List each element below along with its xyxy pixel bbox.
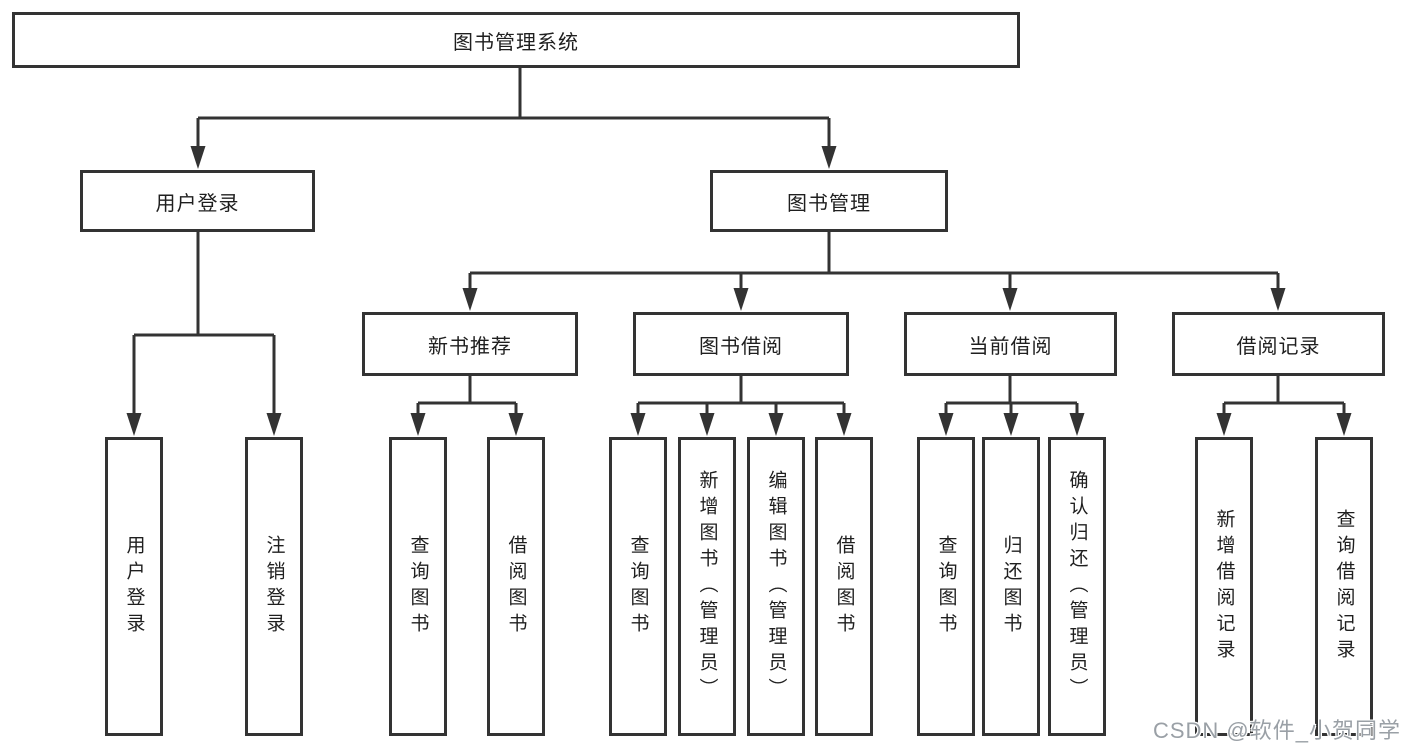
leaf-borrow-books: 借阅图书 — [815, 437, 873, 736]
node-new-book-recommend-label: 新书推荐 — [428, 335, 512, 358]
node-book-borrow-label: 图书借阅 — [699, 335, 783, 358]
node-user-login-label: 用户登录 — [155, 192, 240, 215]
node-current-borrow: 当前借阅 — [904, 312, 1117, 376]
leaf-user-login: 用户登录 — [105, 437, 163, 736]
leaf-edit-book-admin: 编辑图书（管理员） — [747, 437, 805, 736]
node-root: 图书管理系统 — [12, 12, 1020, 68]
leaf-return-book-label: 归还图书 — [1000, 534, 1022, 639]
csdn-watermark: CSDN @软件_小贺同学 — [1152, 718, 1401, 743]
node-user-login: 用户登录 — [80, 170, 315, 232]
node-new-book-recommend: 新书推荐 — [362, 312, 578, 376]
leaf-add-borrow-record: 新增借阅记录 — [1195, 437, 1253, 736]
leaf-logout: 注销登录 — [245, 437, 303, 736]
leaf-return-book: 归还图书 — [982, 437, 1040, 736]
leaf-borrow-books-label: 借阅图书 — [833, 534, 855, 639]
node-book-management-label: 图书管理 — [787, 192, 871, 215]
node-borrow-record-label: 借阅记录 — [1236, 335, 1321, 358]
leaf-query-books-borrow: 查询图书 — [609, 437, 667, 736]
leaf-confirm-return-admin: 确认归还（管理员） — [1048, 437, 1106, 736]
leaf-add-borrow-record-label: 新增借阅记录 — [1213, 508, 1235, 665]
leaf-confirm-return-admin-label: 确认归还（管理员） — [1066, 469, 1088, 704]
leaf-edit-book-admin-label: 编辑图书（管理员） — [765, 469, 787, 704]
leaf-query-books-current-label: 查询图书 — [935, 534, 957, 639]
leaf-query-books-recommend: 查询图书 — [389, 437, 447, 736]
node-current-borrow-label: 当前借阅 — [968, 335, 1053, 358]
leaf-user-login-label: 用户登录 — [123, 534, 145, 639]
node-borrow-record: 借阅记录 — [1172, 312, 1385, 376]
leaf-query-borrow-record: 查询借阅记录 — [1315, 437, 1373, 736]
leaf-query-books-borrow-label: 查询图书 — [627, 534, 649, 639]
leaf-logout-label: 注销登录 — [263, 534, 285, 639]
leaf-borrow-books-recommend-label: 借阅图书 — [505, 534, 527, 639]
node-root-label: 图书管理系统 — [453, 31, 579, 54]
node-book-management: 图书管理 — [710, 170, 948, 232]
leaf-query-books-current: 查询图书 — [917, 437, 975, 736]
leaf-add-book-admin: 新增图书（管理员） — [678, 437, 736, 736]
node-book-borrow: 图书借阅 — [633, 312, 849, 376]
leaf-add-book-admin-label: 新增图书（管理员） — [696, 469, 718, 704]
leaf-query-books-recommend-label: 查询图书 — [407, 534, 429, 639]
leaf-borrow-books-recommend: 借阅图书 — [487, 437, 545, 736]
leaf-query-borrow-record-label: 查询借阅记录 — [1333, 508, 1355, 665]
